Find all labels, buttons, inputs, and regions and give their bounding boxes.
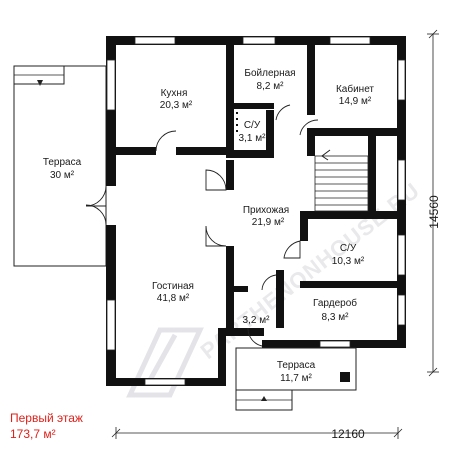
windows	[106, 36, 406, 386]
room-area-hall: 21,9 м²	[252, 217, 285, 228]
room-name-office: Кабинет	[336, 83, 374, 95]
room-area-wc1: 3,1 м²	[239, 133, 267, 144]
door-terrace-bottom	[85, 204, 107, 226]
door-wardrobe	[261, 274, 277, 291]
room-area-boiler: 8,2 м²	[257, 81, 285, 92]
window-wardrobe-right	[397, 294, 406, 326]
room-name-living: Гостиная	[152, 281, 194, 292]
dimension-height-label: 14560	[427, 195, 441, 229]
door-office	[299, 119, 319, 136]
room-area-terrace1: 30 м²	[50, 170, 75, 181]
room-name-wc2: С/У	[340, 243, 357, 254]
stairs	[314, 149, 369, 212]
room-labels: Кухня 20,3 м² Бойлерная 8,2 м² Кабинет 1…	[43, 68, 375, 384]
doors	[85, 104, 319, 347]
room-area-terrace2: 11,7 м²	[280, 373, 312, 384]
door-hall-left	[205, 169, 227, 191]
door-boiler	[275, 104, 291, 121]
window-wardrobe-bottom	[319, 340, 351, 348]
room-name-terrace2: Терраса	[277, 360, 316, 371]
room-area-wardrobe: 8,3 м²	[322, 312, 350, 323]
door-entrance	[247, 327, 263, 347]
floor-area: 173,7 м²	[10, 427, 56, 441]
arrow-up-icon	[261, 396, 267, 401]
arrow-down-icon	[37, 80, 43, 86]
window-kitchen	[134, 36, 176, 45]
dimension-width-label: 12160	[331, 427, 365, 441]
vent-icon	[236, 112, 238, 132]
floor-name: Первый этаж	[10, 411, 83, 425]
terrace-column	[340, 372, 350, 382]
window-office-right	[397, 59, 406, 101]
room-name-terrace1: Терраса	[43, 157, 82, 168]
door-wc2	[283, 240, 301, 259]
room-name-boiler: Бойлерная	[244, 68, 295, 79]
window-living-left	[106, 299, 116, 351]
room-area-storage: 3,2 м²	[243, 315, 271, 326]
window-office	[329, 36, 371, 45]
terrace-bottom	[235, 347, 357, 411]
door-terrace-top	[85, 185, 107, 207]
room-area-office: 14,9 м²	[339, 96, 372, 107]
room-area-wc2: 10,3 м²	[332, 256, 365, 267]
room-area-kitchen: 20,3 м²	[160, 100, 193, 111]
room-name-kitchen: Кухня	[161, 88, 188, 99]
window-stairs-right	[397, 159, 406, 201]
room-name-wardrobe: Гардероб	[313, 297, 357, 309]
window-kitchen-left	[106, 59, 116, 111]
interior-walls	[116, 45, 397, 328]
door-hall-living	[205, 225, 227, 247]
dimension-vertical	[427, 29, 439, 377]
window-wc2-right	[397, 234, 406, 276]
door-kitchen	[155, 130, 177, 152]
room-name-hall: Прихожая	[243, 205, 289, 216]
room-area-living: 41,8 м²	[157, 293, 190, 304]
window-boiler	[242, 36, 276, 45]
dimension-horizontal	[111, 427, 403, 439]
watermark-logo-icon	[126, 327, 204, 398]
room-name-wc1: С/У	[244, 120, 261, 131]
window-living-bottom	[144, 378, 186, 386]
